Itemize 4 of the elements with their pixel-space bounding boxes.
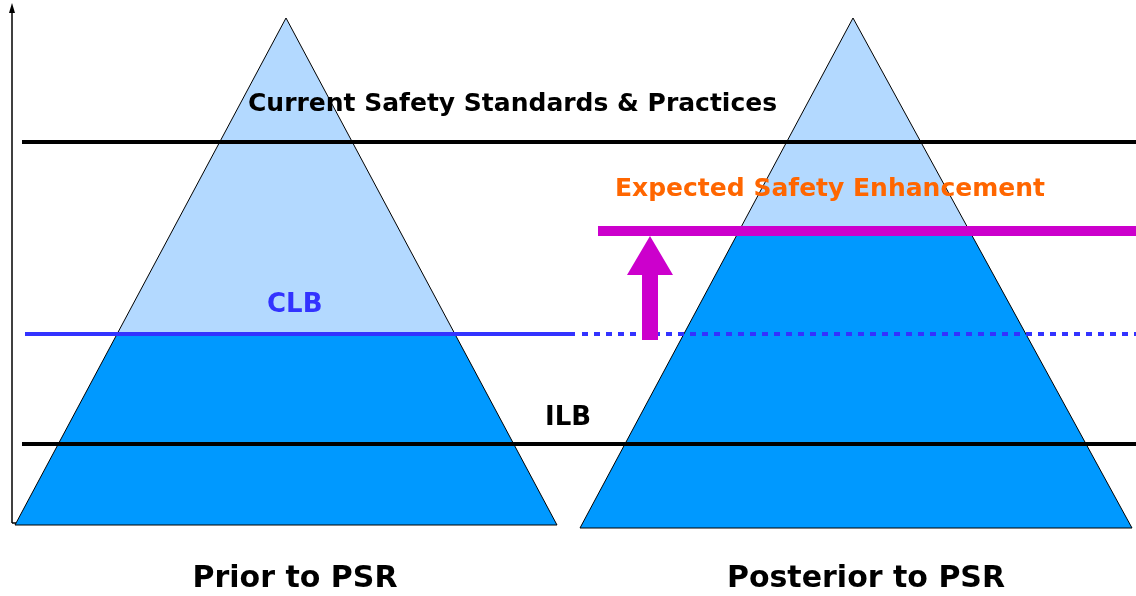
pyramid-caption: Prior to PSR [192,560,398,593]
level-label: CLB [267,290,323,316]
pyramid-caption: Posterior to PSR [726,560,1006,593]
level-label: ILB [545,403,592,429]
